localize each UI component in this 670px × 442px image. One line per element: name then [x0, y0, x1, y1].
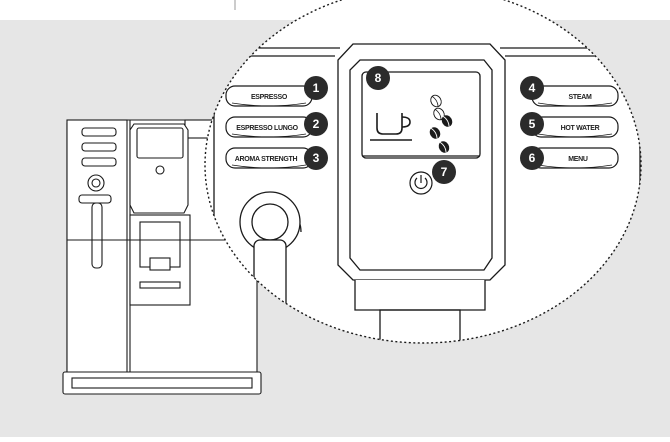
button-aroma-strength-label: AROMA STRENGTH — [235, 156, 298, 163]
button-espresso-lungo-label: ESPRESSO LUNGO — [236, 125, 298, 132]
button-menu: MENU — [531, 147, 619, 169]
callout-6-label: 6 — [529, 151, 536, 165]
callout-4-label: 4 — [529, 81, 536, 95]
mini-button-2 — [81, 142, 117, 152]
callout-1: 1 — [304, 76, 328, 100]
callout-8: 8 — [366, 66, 390, 90]
callout-2: 2 — [304, 112, 328, 136]
callout-7-label: 7 — [441, 165, 448, 179]
button-hot-water: HOT WATER — [531, 116, 619, 138]
zoom-lower-spout — [354, 280, 486, 311]
mini-button-3 — [81, 157, 117, 167]
machine-base-inner — [71, 377, 253, 389]
zoom-wand-knob-inner — [251, 203, 289, 241]
callout-2-label: 2 — [313, 117, 320, 131]
button-menu-label: MENU — [568, 156, 588, 163]
button-steam: STEAM — [531, 85, 619, 107]
machine-overview — [62, 119, 262, 395]
power-icon — [409, 171, 433, 195]
callout-6: 6 — [520, 146, 544, 170]
callout-3: 3 — [304, 146, 328, 170]
callout-4: 4 — [520, 76, 544, 100]
callout-3-label: 3 — [313, 151, 320, 165]
callout-1-label: 1 — [313, 81, 320, 95]
zoom-screen — [361, 71, 481, 159]
mini-wand-knob-inner — [91, 178, 101, 188]
zoom-display-inner — [349, 59, 493, 271]
button-espresso-lungo: ESPRESSO LUNGO — [225, 116, 313, 138]
zoom-spout-rail — [379, 309, 461, 343]
callout-5: 5 — [520, 112, 544, 136]
mini-power-button — [155, 165, 165, 175]
button-hot-water-label: HOT WATER — [561, 125, 600, 132]
button-steam-label: STEAM — [568, 94, 591, 101]
callout-7: 7 — [432, 160, 456, 184]
machine-base — [62, 371, 262, 395]
mini-wand-arm — [78, 194, 112, 204]
button-aroma-strength: AROMA STRENGTH — [225, 147, 313, 169]
mini-button-1 — [81, 127, 117, 137]
mini-wand-pipe — [91, 202, 103, 269]
callout-5-label: 5 — [529, 117, 536, 131]
callout-8-label: 8 — [375, 71, 382, 85]
button-espresso-label: ESPRESSO — [251, 94, 288, 101]
zoom-border — [204, 0, 642, 344]
coffee-cup-icon — [370, 113, 412, 141]
mini-spout — [149, 257, 171, 271]
mini-drip-tray — [139, 281, 181, 289]
mini-display-screen — [136, 127, 184, 159]
coffee-bean-icon — [429, 94, 453, 153]
button-espresso: ESPRESSO — [225, 85, 313, 107]
